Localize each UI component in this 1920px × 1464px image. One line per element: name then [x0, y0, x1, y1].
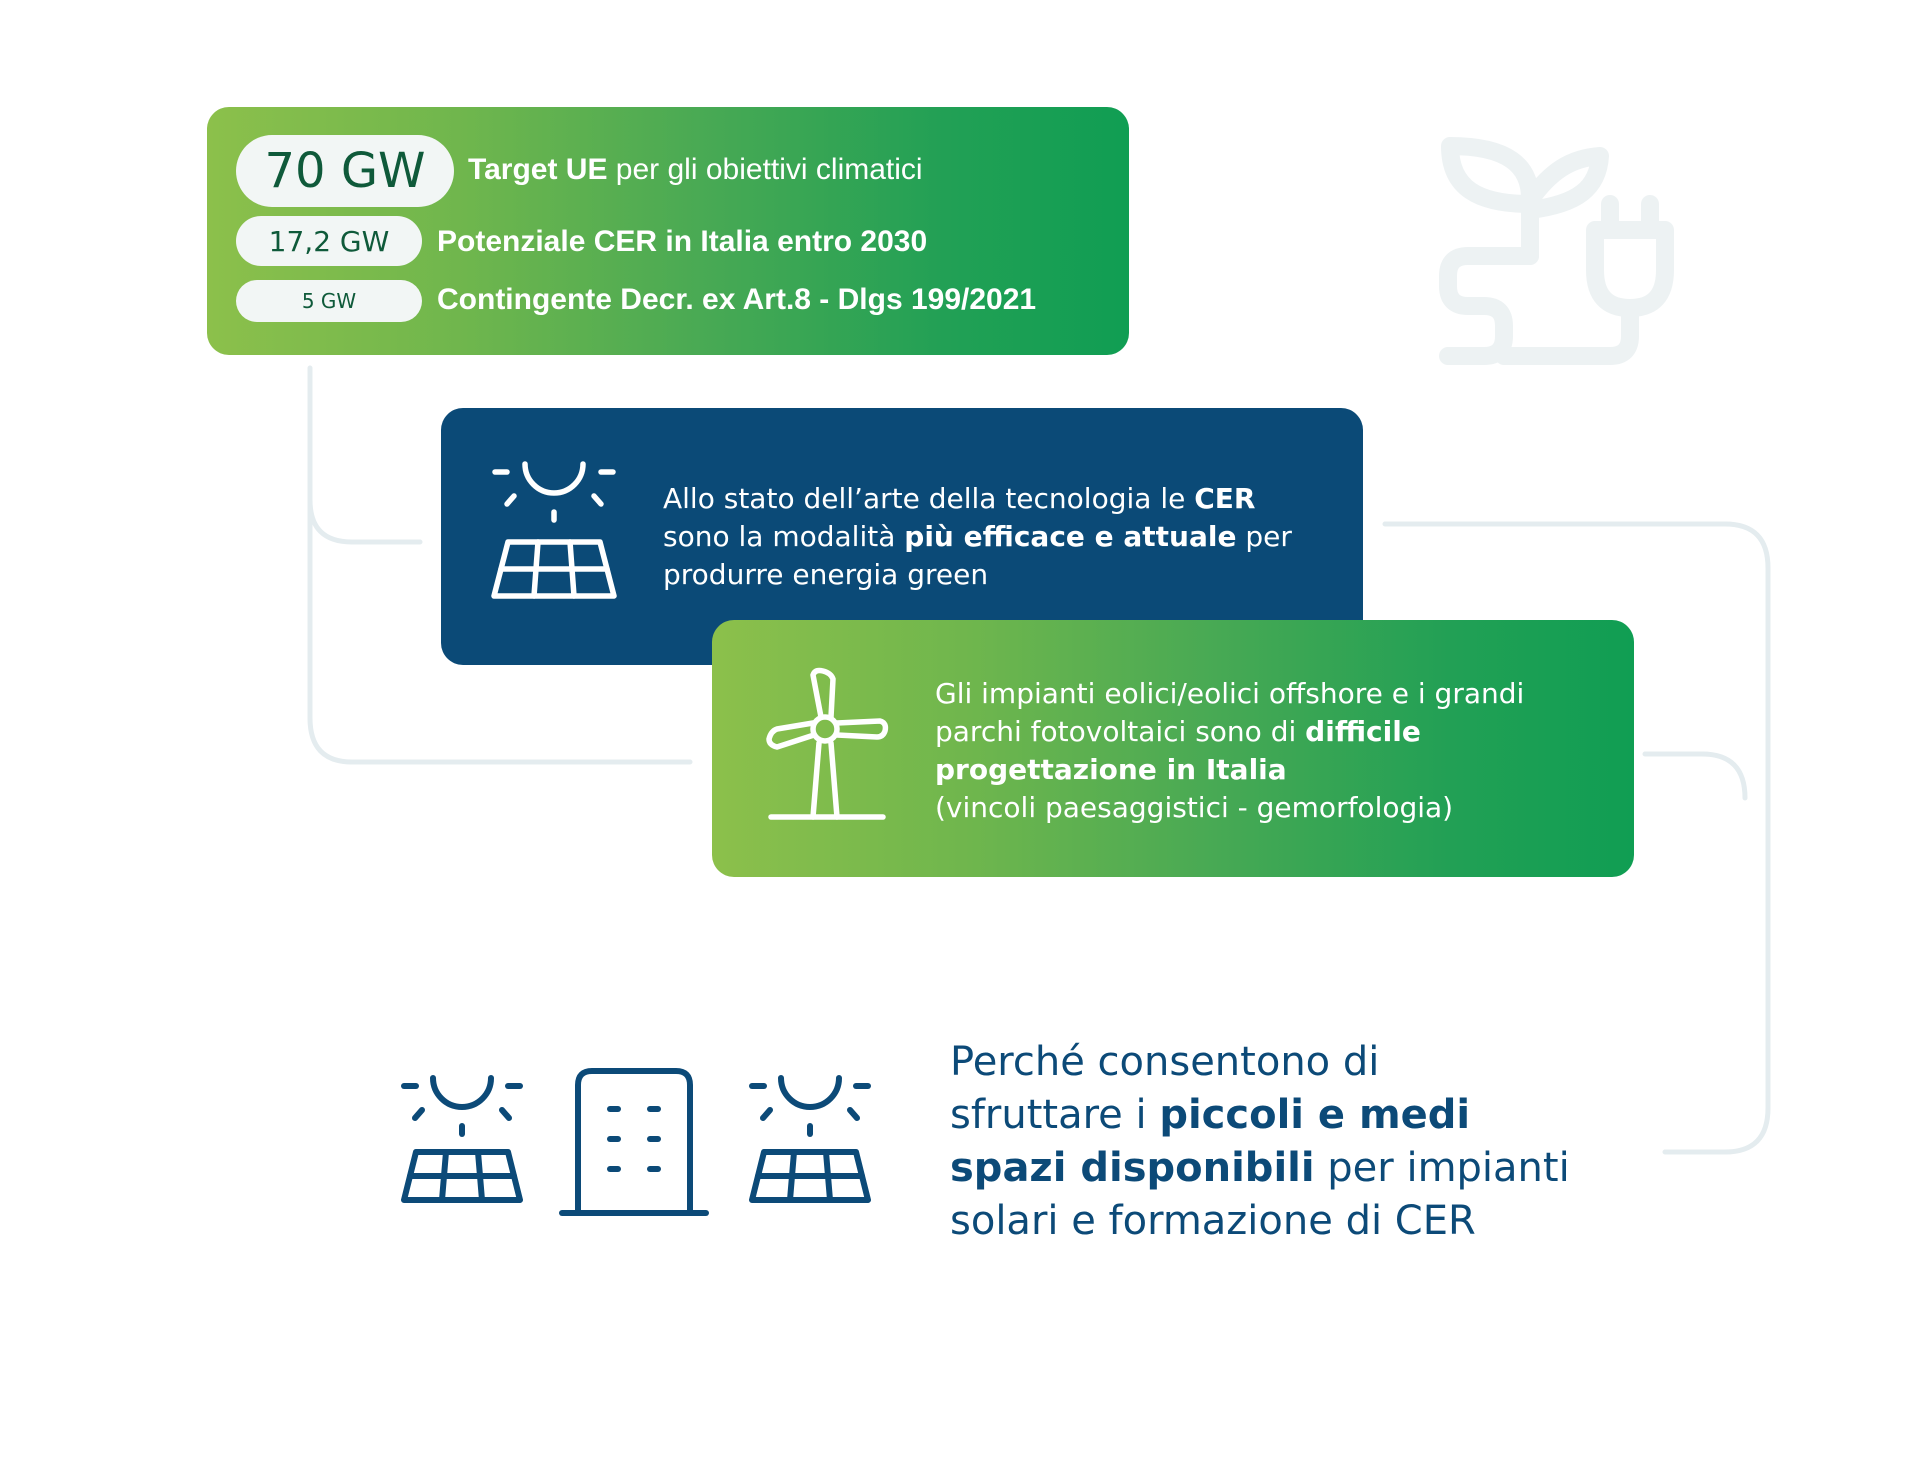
- wind-text-part: parchi fotovoltaici sono di: [935, 715, 1306, 748]
- bottom-text-line: sfruttare i piccoli e medi: [950, 1089, 1570, 1142]
- solar-panel-icon: [401, 1075, 523, 1203]
- stat-value-pill: 17,2 GW: [236, 216, 422, 266]
- wind-text-bold: progettazione in Italia: [935, 753, 1287, 786]
- cer-text-line: Allo stato dell’arte della tecnologia le…: [663, 480, 1292, 518]
- wind-text-line: Gli impianti eolici/eolici offshore e i …: [935, 677, 1525, 710]
- stat-label-bold: Potenziale CER in Italia entro 2030: [437, 225, 928, 258]
- stat-label: Potenziale CER in Italia entro 2030: [437, 225, 927, 259]
- bottom-text-part: sfruttare i: [950, 1092, 1160, 1138]
- bottom-statement: Perché consentono di sfruttare i piccoli…: [950, 1036, 1570, 1248]
- cer-text-part: sono la modalità: [663, 520, 905, 553]
- bottom-text-line: spazi disponibili per impianti: [950, 1142, 1570, 1195]
- stat-value-pill: 70 GW: [236, 135, 454, 207]
- wind-text: Gli impianti eolici/eolici offshore e i …: [935, 675, 1524, 827]
- stat-label-bold: Contingente Decr. ex Art.8 - Dlgs 199/20…: [437, 283, 1037, 316]
- wind-card: [712, 620, 1634, 877]
- wind-text-line: progettazione in Italia: [935, 751, 1524, 789]
- cer-efficacy-text: Allo stato dell’arte della tecnologia le…: [663, 480, 1292, 594]
- bottom-text-bold: spazi disponibili: [950, 1145, 1315, 1191]
- cer-text-part: Allo stato dell’arte della tecnologia le: [663, 482, 1195, 515]
- building-icon: [559, 1068, 709, 1216]
- solar-panel-icon: [491, 461, 617, 599]
- plant-plug-icon: [1439, 137, 1674, 365]
- bottom-text-line: solari e formazione di CER: [950, 1198, 1476, 1244]
- stat-value-pill: 5 GW: [236, 280, 422, 322]
- stat-label: Target UE per gli obiettivi climatici: [468, 153, 923, 187]
- wind-text-line: parchi fotovoltaici sono di difficile: [935, 713, 1524, 751]
- cer-text-line: sono la modalità più efficace e attuale …: [663, 518, 1292, 556]
- cer-text-line: produrre energia green: [663, 558, 989, 591]
- stat-value: 70 GW: [264, 143, 426, 199]
- bottom-text-line: Perché consentono di: [950, 1039, 1380, 1085]
- bottom-text-bold: piccoli e medi: [1159, 1092, 1471, 1138]
- stat-label: Contingente Decr. ex Art.8 - Dlgs 199/20…: [437, 283, 1036, 317]
- wind-text-bold: difficile: [1305, 715, 1421, 748]
- wind-text-line: (vincoli paesaggistici - gemorfologia): [935, 791, 1454, 824]
- stat-value: 17,2 GW: [268, 224, 390, 258]
- cer-text-bold: più efficace e attuale: [904, 520, 1237, 553]
- solar-panel-icon: [749, 1075, 871, 1203]
- stat-label-rest: per gli obiettivi climatici: [607, 153, 923, 186]
- bottom-text-part: per impianti: [1314, 1145, 1570, 1191]
- cer-text-part: per: [1236, 520, 1292, 553]
- stat-label-bold: Target UE: [468, 153, 608, 186]
- stat-value: 5 GW: [301, 289, 357, 313]
- cer-text-bold: CER: [1194, 482, 1256, 515]
- wind-turbine-icon: [766, 667, 889, 820]
